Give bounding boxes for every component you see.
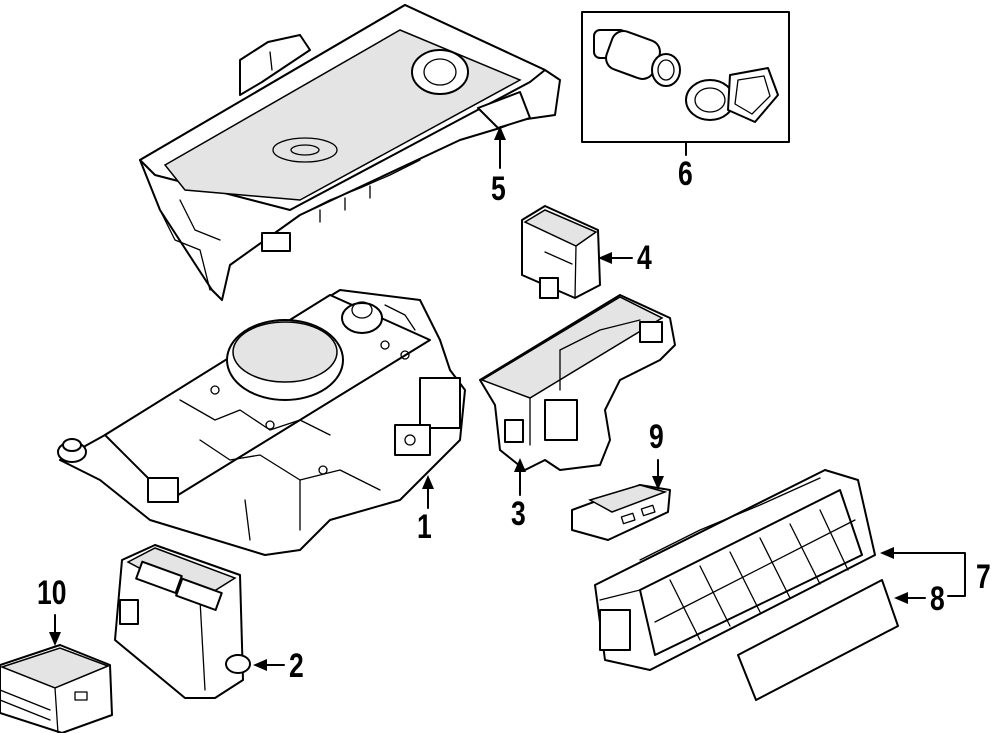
part-2-switch-block	[114, 544, 251, 699]
callout-7: 7	[976, 558, 991, 596]
callout-4: 4	[637, 239, 652, 277]
callout-6: 6	[678, 155, 693, 193]
callout-8: 8	[930, 580, 945, 618]
part-3-bracket-module	[479, 294, 676, 471]
callout-3: 3	[511, 495, 526, 533]
part-10-usb-unit	[0, 644, 113, 733]
callout-10: 10	[37, 574, 67, 612]
part-7-control-panel	[594, 469, 876, 671]
part-5-console-tray	[139, 4, 561, 301]
part-8-faceplate	[737, 579, 899, 701]
callout-1: 1	[417, 508, 432, 546]
part-6-lighter-socket	[581, 11, 790, 156]
callout-9: 9	[649, 418, 664, 456]
callout-5: 5	[491, 170, 506, 208]
part-9-switch	[571, 484, 671, 541]
part-1-controller-module	[57, 289, 466, 556]
callout-2: 2	[289, 647, 304, 685]
leader-lines	[49, 126, 966, 671]
part-4-switch	[521, 205, 601, 299]
